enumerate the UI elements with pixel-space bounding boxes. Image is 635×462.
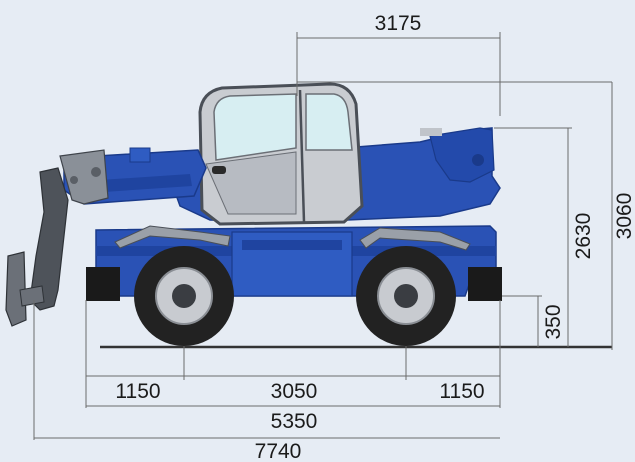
front-stabilizer-bracket: [114, 225, 231, 249]
rear-overhang-label: 1150: [439, 380, 484, 403]
fork-arm: [29, 167, 69, 311]
rear-grille: [420, 128, 442, 136]
central-body-slot: [242, 240, 342, 250]
top-width-label: 3175: [375, 12, 422, 35]
boom-head-bracket: [129, 147, 151, 163]
chassis-length-label: 5350: [271, 410, 318, 433]
boom-pivot-height-label: 2630: [572, 213, 595, 260]
telehandler-vehicle-illustration: [5, 82, 502, 346]
overall-length-label: 7740: [255, 440, 302, 462]
fork-plate: [19, 285, 45, 307]
rear-wheel-icon: [356, 246, 456, 346]
wheelbase-label: 3050: [271, 380, 318, 403]
ground-clearance-label: 350: [542, 304, 565, 339]
front-wheel-icon: [134, 246, 234, 346]
front-stabilizer-pad: [86, 267, 120, 301]
cabin-side-window: [305, 93, 353, 151]
boom-inner-section: [100, 174, 192, 192]
cabin-front-window: [213, 93, 297, 161]
cabin-door-handle: [212, 166, 226, 174]
cabin-lower-panel: [205, 151, 297, 215]
fork-tine: [5, 251, 27, 327]
fork-carriage-icon: [59, 149, 109, 205]
cabin-door-pillar: [298, 89, 306, 223]
boom-pivot-housing: [429, 127, 495, 183]
front-overhang-label: 1150: [115, 380, 160, 403]
height-total-label: 3060: [613, 193, 635, 240]
boom-pivot-pin: [472, 154, 484, 166]
rear-stabilizer-bracket: [359, 227, 471, 251]
rear-stabilizer-pad: [468, 267, 502, 301]
